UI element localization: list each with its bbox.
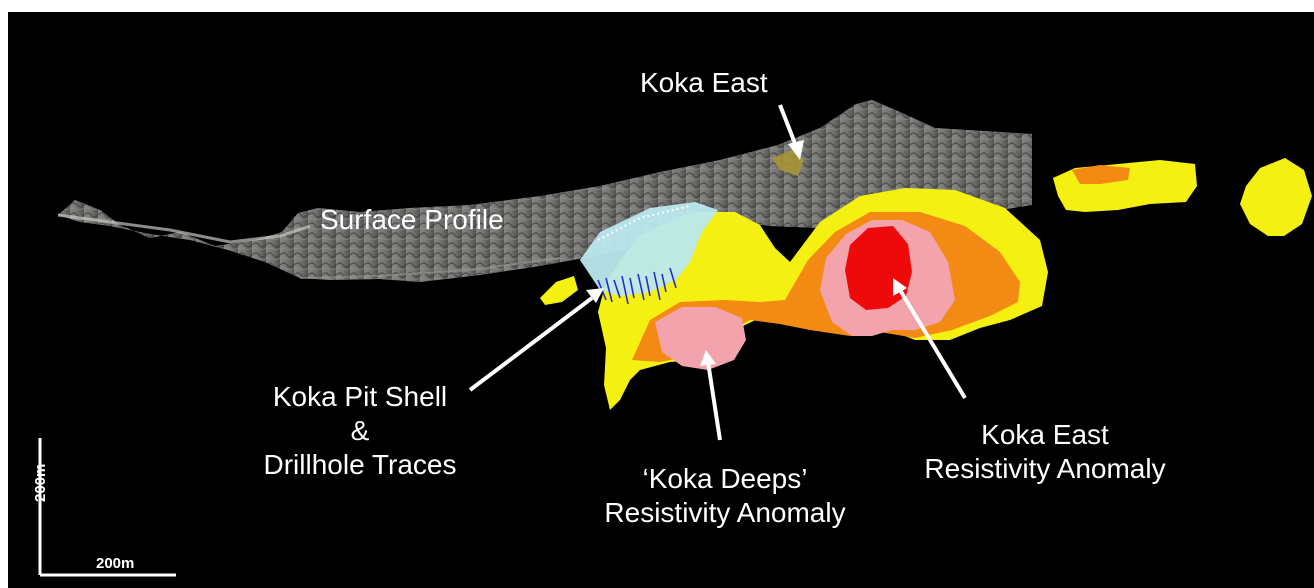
label-surface-profile: Surface Profile — [320, 203, 504, 237]
scale-label-horizontal: 200m — [96, 556, 134, 571]
scale-label-vertical: 200m — [33, 464, 48, 502]
label-koka-east: Koka East — [640, 66, 768, 100]
label-pit-shell: Koka Pit Shell & Drillhole Traces — [245, 380, 475, 482]
label-koka-deeps-anomaly: ‘Koka Deeps’ Resistivity Anomaly — [575, 462, 875, 530]
label-koka-east-anomaly: Koka East Resistivity Anomaly — [895, 418, 1195, 486]
